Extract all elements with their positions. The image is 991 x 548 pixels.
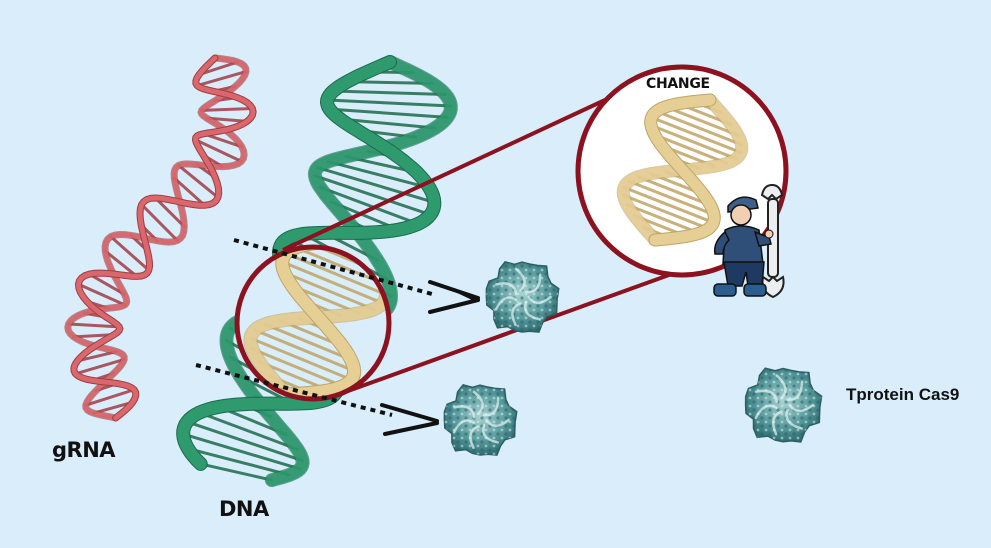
magnifier-circle [234, 244, 392, 402]
cas9-protein-icon [744, 367, 823, 443]
change-label: CHANGE [646, 76, 710, 92]
cas9-protein-icon [443, 384, 518, 456]
cas9-protein-icon [485, 261, 560, 333]
dna-label: DNA [219, 497, 269, 521]
grna-helix [64, 54, 257, 422]
scissors-icon [380, 403, 439, 436]
cas9-protein-label: Tprotein Cas9 [846, 385, 960, 404]
zoom-connector-top [282, 98, 606, 252]
cut-line-bottom [195, 363, 393, 417]
wrench-icon [760, 183, 785, 299]
grna-label: gRNA [52, 438, 116, 462]
scissors-icon [428, 280, 480, 314]
mechanic-with-wrench-icon [713, 183, 785, 299]
cut-line-top [233, 238, 433, 296]
